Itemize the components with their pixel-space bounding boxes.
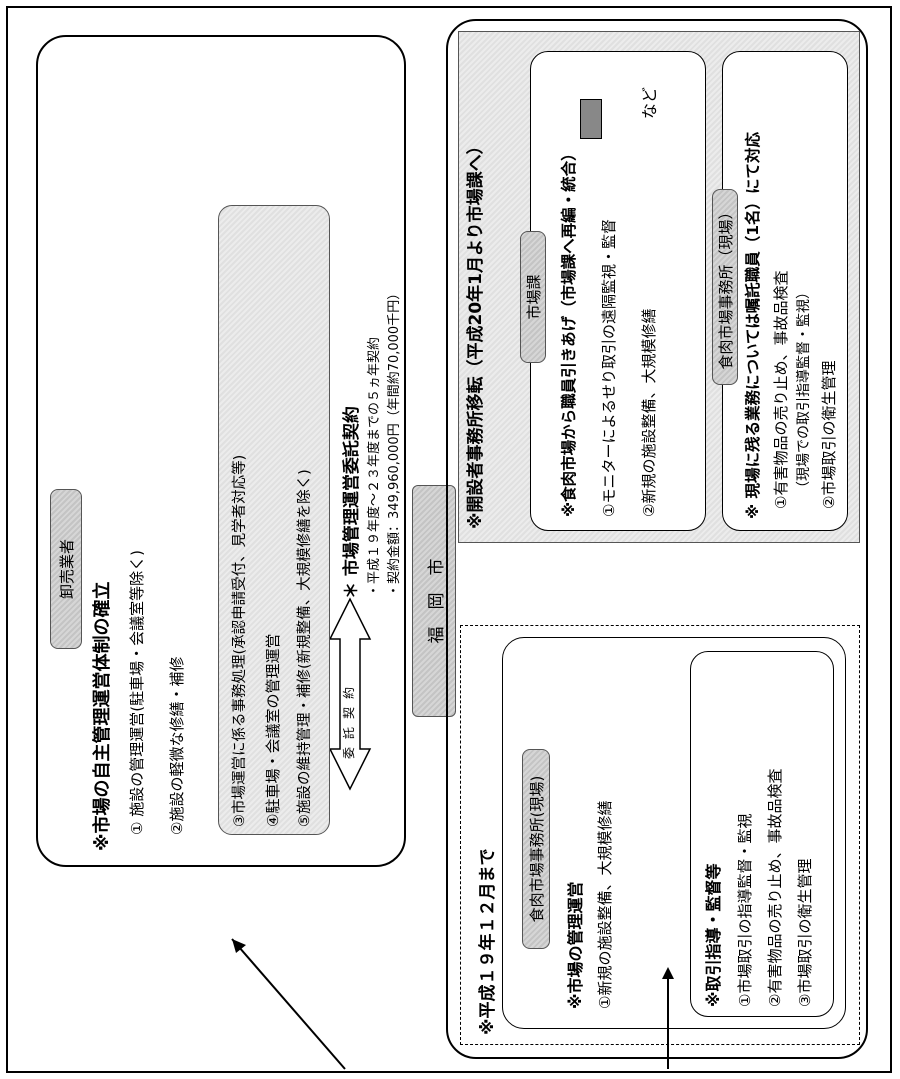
before-guide-item-2: ②有害物品の売り止め、事故品検査 — [766, 768, 784, 1007]
after-heading: ※開設者事務所移転（平成20年1月より市場課へ） — [466, 137, 486, 529]
after-market-section-box — [530, 51, 706, 531]
before-heading: ※平成１９年１２月まで — [478, 848, 498, 1035]
after-market-section-title: 市場課 — [520, 231, 546, 363]
after-reduction-item-1: ①モニターによるせり取引の遠隔監視・監督 — [600, 219, 618, 517]
after-etc: など — [640, 86, 659, 119]
wholesaler-item-1: ① 施設の管理運営(駐車場・会議室等除く) — [128, 550, 146, 835]
after-remaining-item-2: （現場での取引指導監督・監視） — [796, 285, 812, 495]
contract-line-1: ・平成１９年度～２３年度までの５ヵ年契約 — [367, 336, 382, 597]
after-reduction-item-2: ②新規の施設整備、大規模修繕 — [640, 308, 658, 517]
before-mgmt-heading: ※市場の管理運営 — [566, 881, 585, 1009]
contract-heading: ＊ 市場管理運営委託契約 — [342, 406, 362, 599]
after-remaining-heading: ※ 現場に残る業務については嘱託職員（1名）にて対応 — [744, 132, 762, 519]
after-field-office-title: 食肉市場事務所（現場） — [712, 189, 738, 385]
wholesaler-item-2: ②施設の軽微な修繕・補修 — [168, 656, 186, 835]
pointer-arrowhead-wholesaler — [232, 939, 246, 953]
before-mgmt-item-1: ①新規の施設整備、大規模修繕 — [596, 800, 614, 1009]
wholesaler-item-3: ③市場運営に係る事務処理(承認申請受付、見学者対応等) — [232, 454, 248, 827]
after-remaining-item-3: ②市場取引の衛生管理 — [820, 360, 838, 509]
contract-double-arrow — [328, 597, 372, 791]
contract-line-2: ・契約金額：349,960,000円（年間約70,000千円） — [387, 286, 402, 597]
pointer-arrowhead-before — [662, 967, 674, 979]
before-guide-item-1: ①市場取引の指導監督・監視 — [736, 813, 754, 1007]
wholesaler-item-5: ⑤施設の維持管理・補修(新規整備、大規模修繕を除く) — [297, 469, 313, 827]
after-remaining-item-1: ①有害物品の売り止め、事故品検査 — [772, 270, 790, 509]
wholesaler-heading: ※市場の自主管理運営体制の確立 — [92, 581, 113, 852]
wholesaler-title: 卸売業者 — [50, 489, 82, 649]
before-guide-item-3: ③市場取引の衛生管理 — [796, 858, 814, 1007]
before-office-title: 食肉市場事務所(現場) — [522, 749, 550, 949]
before-guide-heading: ※取引指導・監督等 — [704, 863, 723, 1007]
after-reduction-heading: ※食肉市場から職員引きあげ（市場課へ再編・統合） — [560, 145, 578, 517]
monitor-icon — [580, 99, 602, 139]
contract-arrow-label: 委託契約 — [342, 678, 356, 759]
pointer-line-to-wholesaler — [231, 938, 346, 1070]
wholesaler-item-4: ④駐車場・会議室の管理運営 — [264, 633, 282, 827]
